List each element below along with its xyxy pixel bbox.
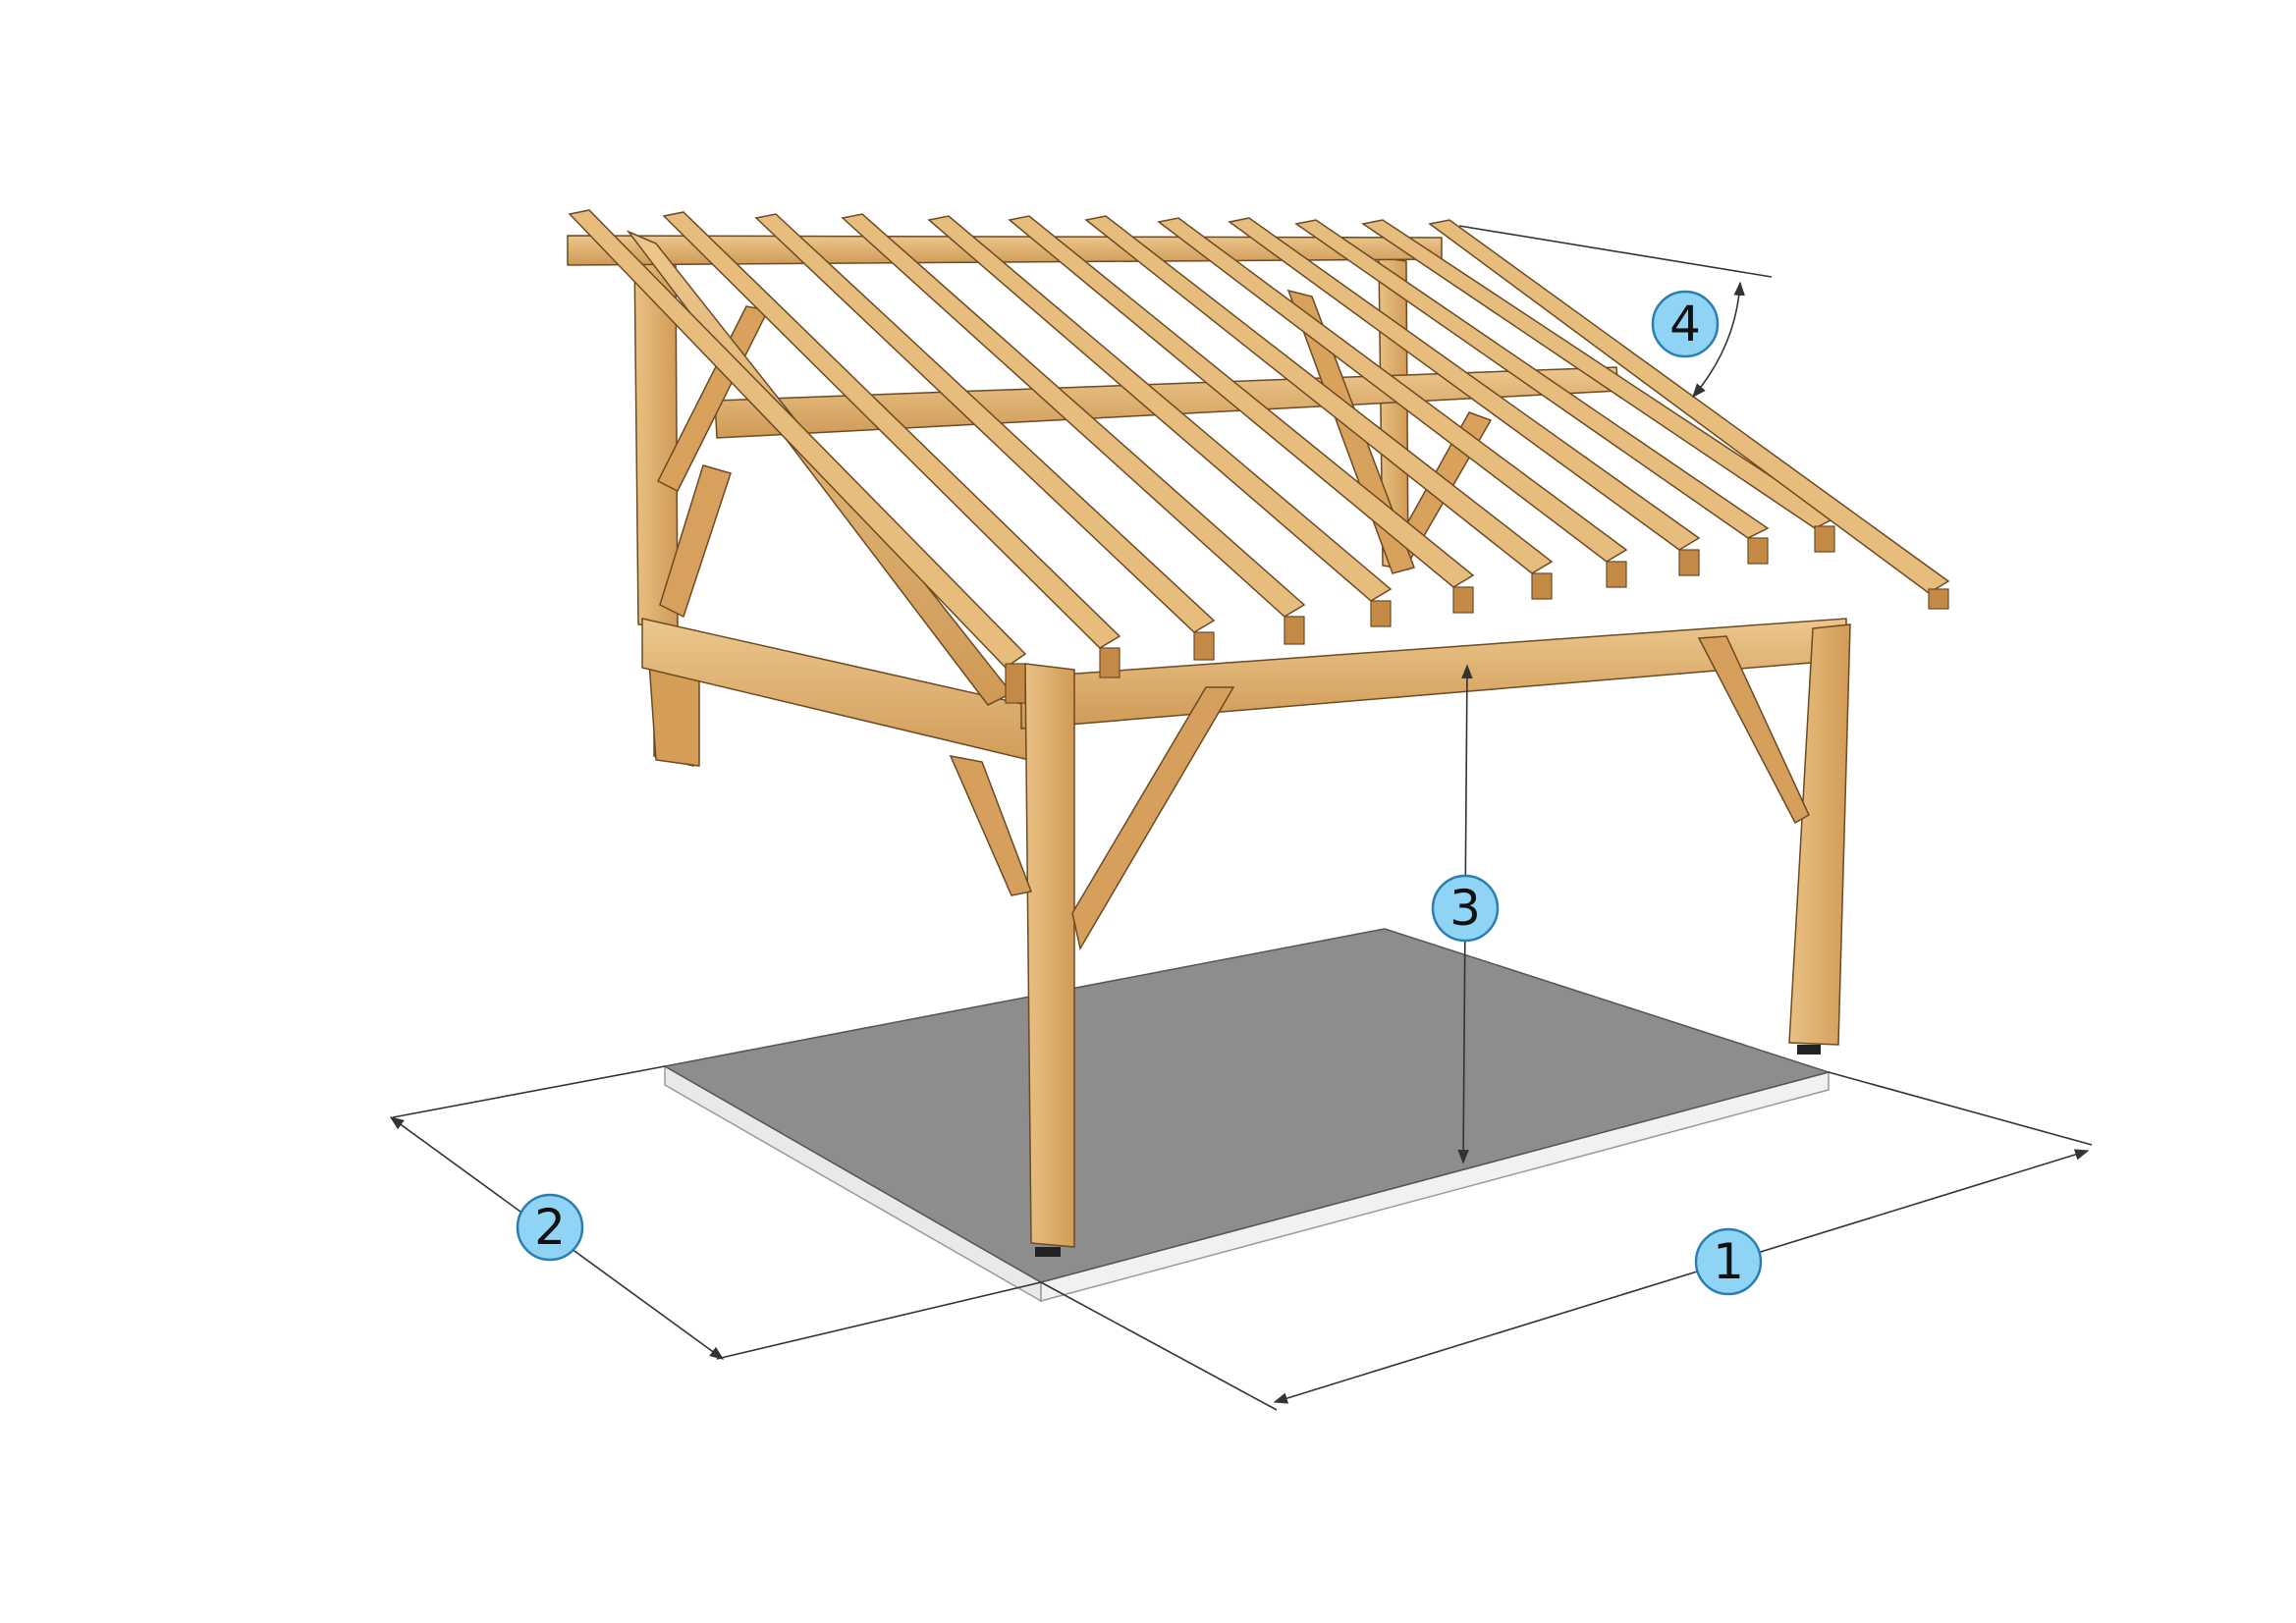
front-left-inner-brace — [1071, 686, 1235, 951]
rafter — [927, 215, 1393, 602]
callout-4-label: 4 — [1669, 296, 1701, 352]
rafter — [1157, 217, 1628, 563]
rafter-ends — [1005, 525, 1949, 704]
callout-3: 3 — [1431, 874, 1500, 943]
rafter — [1008, 215, 1475, 588]
rafter — [1084, 215, 1554, 574]
rafter — [1428, 219, 1950, 594]
concrete-slab — [662, 928, 1831, 1303]
footing-front-left — [1035, 1247, 1061, 1257]
callout-2: 2 — [516, 1193, 584, 1262]
post-footings — [1035, 1045, 1821, 1257]
rafters — [568, 209, 1950, 669]
callout-3-label: 3 — [1449, 880, 1481, 937]
dimension-lines — [389, 225, 2093, 1411]
extension-line-1b — [1828, 1071, 2093, 1146]
extension-line-2b — [716, 1281, 1042, 1360]
rafter — [1228, 217, 1701, 551]
rafter — [841, 213, 1306, 618]
callout-1-label: 1 — [1713, 1233, 1744, 1290]
front-right-brace — [1697, 635, 1810, 825]
footing-front-right — [1797, 1045, 1821, 1055]
extension-line-1a — [1040, 1281, 1278, 1411]
front-left-post — [1024, 663, 1075, 1248]
callout-1: 1 — [1694, 1227, 1763, 1296]
front-right-post — [1788, 623, 1851, 1046]
callout-4: 4 — [1651, 290, 1720, 358]
angle-reference-line — [1458, 225, 1773, 278]
rafter — [568, 209, 1027, 669]
rafter — [754, 213, 1216, 633]
extension-line-2a — [392, 1065, 666, 1118]
rafter — [1294, 219, 1770, 539]
front-left-outer-brace — [949, 755, 1033, 896]
rafter — [662, 211, 1121, 649]
angle-arc-4 — [1692, 281, 1745, 399]
callout-2-label: 2 — [534, 1199, 566, 1256]
dimension-line-1 — [1273, 1149, 2090, 1404]
left-gable-brace — [659, 464, 732, 619]
